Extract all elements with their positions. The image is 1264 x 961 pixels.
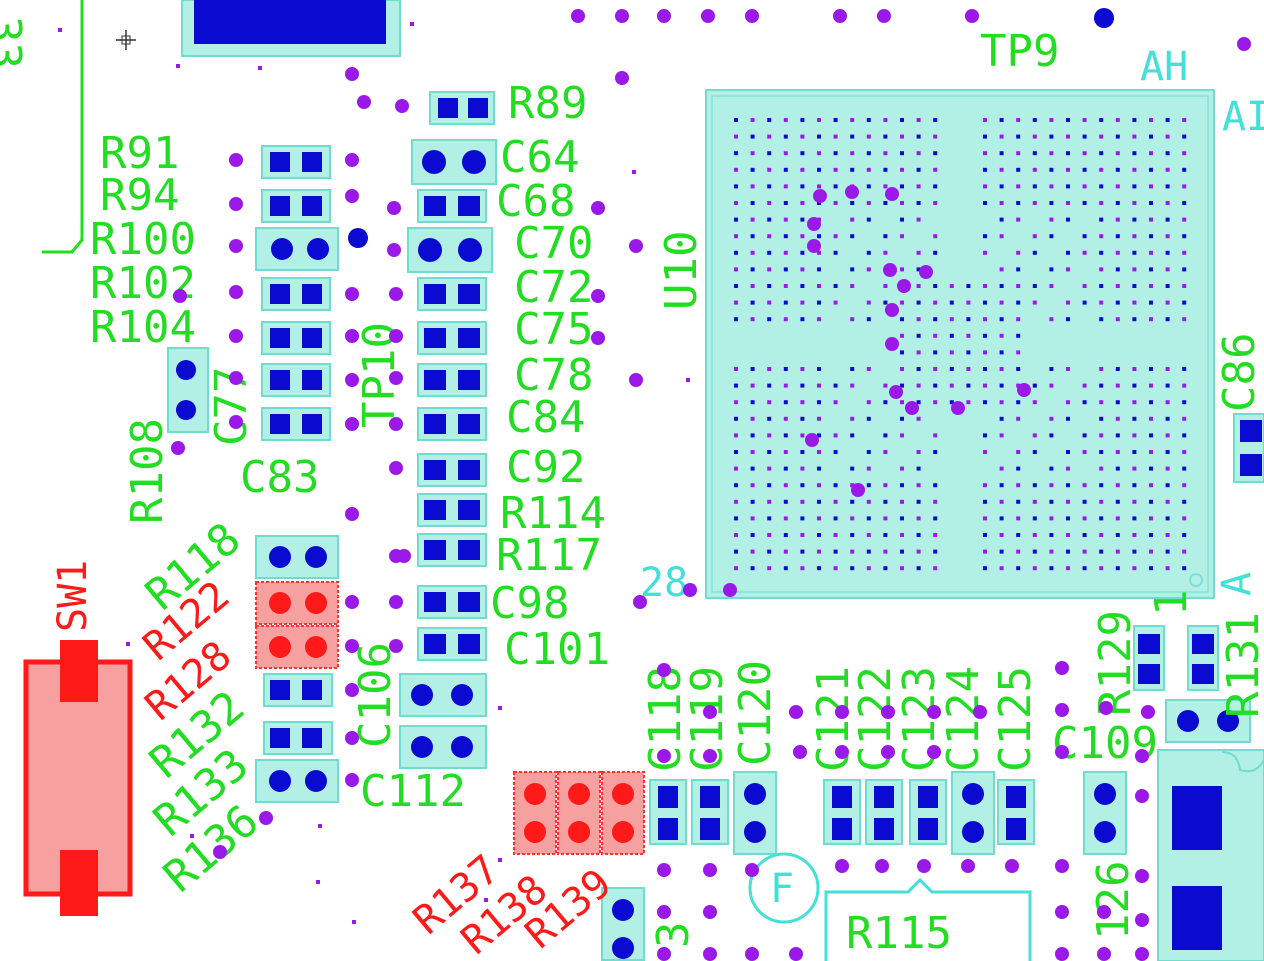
ref-c70: C70 xyxy=(514,218,593,269)
ref-edge-3: 3 xyxy=(648,922,699,949)
ref-r91: R91 xyxy=(100,128,179,179)
via-layer xyxy=(58,9,1251,961)
edge-text-fragment: 33 xyxy=(0,16,30,69)
fiducial-label: F xyxy=(770,866,794,912)
ref-c124: C124 xyxy=(938,666,989,772)
ref-c98: C98 xyxy=(490,578,569,629)
switch-sw1[interactable] xyxy=(23,640,133,916)
ref-r131: R131 xyxy=(1218,612,1264,718)
ref-c64: C64 xyxy=(500,132,579,183)
ref-r117: R117 xyxy=(496,530,602,581)
row-label-ai: AI xyxy=(1222,94,1264,140)
pin-label-a: A xyxy=(1214,572,1260,596)
component-column-left[interactable] xyxy=(167,145,339,441)
component-group-lower-left[interactable] xyxy=(255,535,339,803)
ref-c83: C83 xyxy=(240,452,319,503)
ref-sw1: SW1 xyxy=(50,560,96,632)
pin-label-28: 28 xyxy=(640,560,688,606)
ref-r104: R104 xyxy=(90,302,196,353)
component-column-middle[interactable] xyxy=(399,91,497,769)
ref-c112: C112 xyxy=(360,766,466,817)
ref-c101: C101 xyxy=(504,624,610,675)
ref-r114: R114 xyxy=(500,488,606,539)
footprint-r115-outline[interactable] xyxy=(824,877,1032,961)
ref-c68: C68 xyxy=(496,176,575,227)
ref-c78: C78 xyxy=(514,350,593,401)
ref-c106: C106 xyxy=(350,642,401,748)
ref-c86: C86 xyxy=(1214,333,1264,412)
ref-u10: U10 xyxy=(656,231,707,310)
ref-r89: R89 xyxy=(508,78,587,129)
ref-r108: R108 xyxy=(122,418,173,524)
silkscreen-labels: R89 C64 C68 C70 C72 C75 C78 C84 C92 R114… xyxy=(90,78,952,959)
ref-r94: R94 xyxy=(100,170,179,221)
component-group-right[interactable] xyxy=(1133,413,1264,961)
board-edge-outline: 33 xyxy=(0,0,84,254)
ref-c75: C75 xyxy=(514,304,593,355)
component-row-bottom[interactable] xyxy=(649,771,1127,855)
component-group-bottom-red[interactable] xyxy=(513,771,645,961)
bga-u10[interactable] xyxy=(705,89,1215,599)
ref-tp9: TP9 xyxy=(980,26,1059,77)
ref-c120: C120 xyxy=(730,660,781,766)
ref-r129: R129 xyxy=(1090,610,1141,716)
bga-ball-grid xyxy=(734,118,1187,571)
ref-misc-1: 1 xyxy=(1146,590,1197,617)
ref-c84: C84 xyxy=(506,392,585,443)
ref-126: 126 xyxy=(1088,861,1139,940)
top-connector[interactable] xyxy=(181,0,401,57)
ref-c125: C125 xyxy=(990,666,1041,772)
ref-r100: R100 xyxy=(90,214,196,265)
ref-r115: R115 xyxy=(846,908,952,959)
ref-c121: C121 xyxy=(808,666,859,772)
testpoint-tp10[interactable] xyxy=(348,228,368,248)
row-label-ah: AH xyxy=(1140,44,1188,90)
pin1-marker-icon xyxy=(1189,573,1203,587)
ref-c92: C92 xyxy=(506,442,585,493)
ref-c72: C72 xyxy=(514,262,593,313)
crosshair-cursor-icon xyxy=(116,30,136,50)
testpoint-tp9[interactable] xyxy=(1094,8,1114,28)
fiducial-marker: F xyxy=(748,852,820,924)
